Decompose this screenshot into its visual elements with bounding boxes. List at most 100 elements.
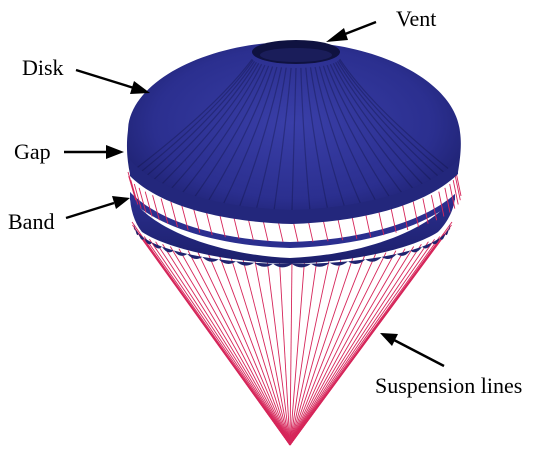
band-scallop [144, 238, 153, 245]
disk-folds [132, 58, 452, 211]
disk-fold [238, 67, 283, 208]
suspension-line [289, 241, 429, 446]
gap-line [138, 187, 147, 213]
band-scallop [396, 250, 411, 256]
band-scallop [152, 242, 162, 249]
suspension-line [143, 236, 291, 446]
suspension-line [178, 248, 291, 446]
band-scallop [162, 246, 174, 253]
gap-line [128, 175, 137, 201]
disk-fold [273, 67, 292, 210]
disk-fold [178, 64, 266, 198]
band-label: Band [8, 209, 54, 234]
suspension-line [289, 248, 406, 446]
band-scallop [445, 228, 449, 236]
gap-line [377, 209, 385, 236]
disk [126, 40, 461, 224]
disk-fold [166, 63, 263, 194]
gap-line [422, 198, 429, 224]
band-arrow-head [112, 196, 130, 209]
suspension-line [218, 255, 291, 446]
disk-fold [338, 59, 449, 177]
disk-fold [191, 65, 270, 201]
suspension-line [289, 259, 306, 446]
disk-fold [336, 60, 444, 181]
gap-label: Gap [14, 139, 51, 164]
disk-fold [314, 66, 362, 206]
suspension-line [197, 252, 291, 446]
band-scallop [439, 233, 446, 240]
suspension-line [289, 258, 330, 446]
gap-line [205, 209, 213, 236]
suspension-line [242, 257, 291, 446]
suspension-line [169, 246, 291, 446]
disk-fold [332, 63, 428, 190]
gap-line [130, 179, 139, 205]
suspension-lines-arrow-line [393, 338, 445, 368]
suspension-lines-arrow-head [380, 333, 398, 346]
band-scallop [135, 228, 139, 236]
disk-fold [318, 66, 378, 204]
gap-line [152, 195, 160, 221]
suspension-line [266, 259, 291, 446]
disk-fold [335, 62, 437, 186]
gap-line [364, 211, 372, 238]
suspension-line [149, 238, 291, 446]
gap-line [402, 204, 409, 231]
band-callout: Band [8, 196, 130, 234]
disk-shape [126, 42, 461, 222]
suspension-line [289, 252, 387, 446]
gap-line [170, 201, 178, 228]
band-scallop [448, 224, 450, 231]
gap-line [449, 183, 456, 209]
suspension-line [289, 254, 377, 446]
suspension-line [289, 257, 342, 446]
disk-fold [300, 67, 311, 210]
gap-line [160, 198, 169, 224]
band-scallop [381, 253, 397, 260]
disk-fold [309, 67, 346, 208]
vent-label: Vent [396, 6, 436, 31]
band-scallop [134, 224, 136, 231]
disk-fold [140, 60, 256, 181]
band-scallop [329, 261, 348, 266]
vent-callout: Vent [326, 6, 436, 42]
gap-line [390, 207, 397, 233]
band-scallop [202, 256, 219, 262]
suspension-line [207, 254, 291, 446]
suspension-line [230, 256, 291, 446]
suspension-line [289, 250, 397, 446]
gap-line [192, 206, 201, 233]
disk-fold [326, 64, 406, 198]
vent-arrow-head [326, 28, 348, 42]
band-scallop [410, 246, 422, 253]
disk-fold [132, 58, 253, 172]
suspension-line [155, 241, 291, 446]
band-scallop [348, 259, 366, 264]
band-scallops [134, 224, 450, 268]
suspension-line [289, 243, 422, 446]
suspension-line [278, 259, 291, 446]
disk-arrow-line [75, 68, 135, 90]
suspension-line [289, 259, 293, 446]
gap-region [130, 170, 458, 242]
disk-fold [322, 65, 393, 201]
disk-fold [206, 66, 274, 204]
disk-fold [329, 63, 418, 194]
band [130, 192, 455, 268]
suspension-line [162, 243, 291, 446]
gap-line [452, 180, 459, 205]
gap-line [455, 171, 462, 197]
disk-lower-rim [130, 160, 458, 224]
band-scallop [311, 262, 330, 267]
suspension-lines [131, 221, 453, 446]
band-scallop [422, 242, 432, 249]
gap-line [444, 187, 451, 213]
suspension-line [289, 246, 415, 446]
disk-label: Disk [22, 55, 64, 80]
gap-callout: Gap [14, 139, 124, 164]
gap-line [438, 191, 445, 217]
disk-callout: Disk [22, 55, 150, 94]
suspension-line [289, 221, 453, 446]
band-arrow-line [65, 201, 115, 220]
